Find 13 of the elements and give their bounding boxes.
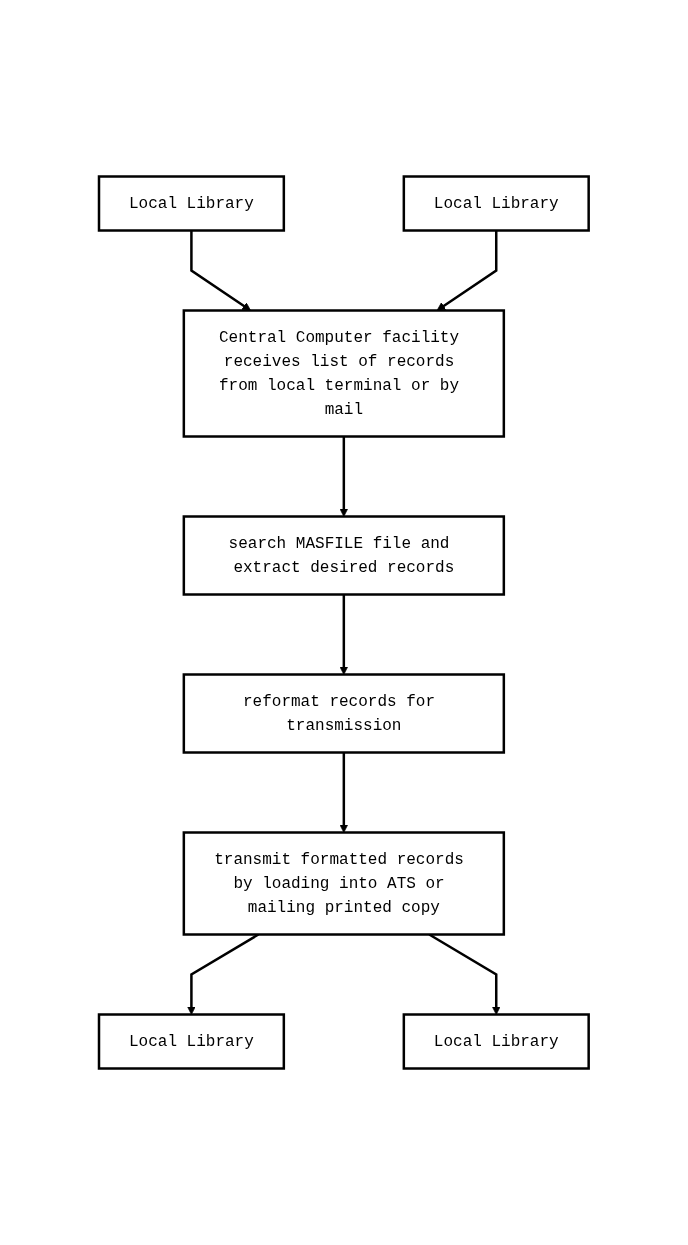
node-box: reformat records for transmission [182, 673, 506, 754]
node-box: Local Library [402, 175, 591, 232]
node-box: Central Computer facility receives list of records from local terminal or by mail [182, 309, 506, 438]
node-box: search MASFILE file and extract desired records [182, 515, 506, 596]
node-box: Local Library [402, 1013, 591, 1070]
arrow [339, 752, 349, 833]
arrow [339, 436, 349, 517]
arrow [190, 230, 252, 311]
node-box: Local Library [97, 175, 286, 232]
arrow [339, 594, 349, 675]
node-box: transmit formatted records by loading into ATS or mailing printed copy [182, 831, 506, 936]
arrow [436, 230, 498, 311]
node-box: Local Library [97, 1013, 286, 1070]
